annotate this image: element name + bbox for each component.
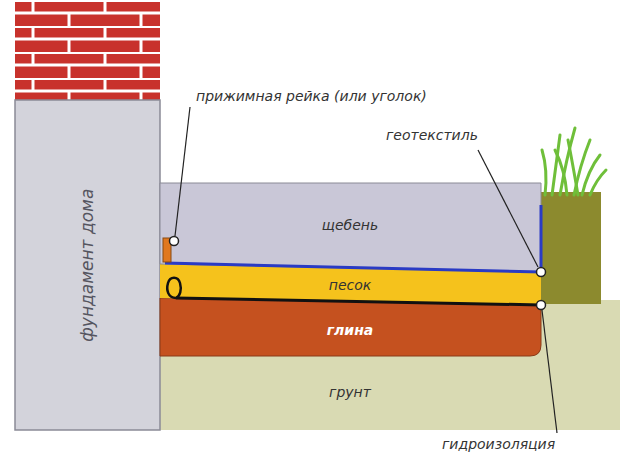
leader-line [175,107,190,236]
grass-blade [568,140,578,195]
grass [542,128,606,195]
geotextile-line [165,205,541,272]
brick-wall [15,0,160,102]
grass-blade [590,170,606,195]
foundation-label: фундамент дома [15,100,160,430]
clay-band: глина [190,308,510,352]
grass-blade [552,135,560,195]
ground-band: грунт [190,362,510,422]
callout-label: прижимная рейка (или уголок) [194,88,429,105]
waterproofing-fold [167,278,181,298]
gravel-band: щебень [190,190,510,260]
layer-label: щебень [322,217,378,234]
vertical-label: фундамент дома [77,189,97,342]
leader-line [542,310,557,433]
grass-blade [542,150,546,195]
gravel-layer [160,183,541,272]
foundation [15,100,160,430]
callout-dot [170,237,179,246]
layer-label: глина [327,322,374,339]
callout-label: геотекстиль [384,127,480,144]
callout-label: гидроизоляция [440,436,557,453]
callout-dot [537,301,546,310]
waterproofing-line [176,298,541,305]
leader-line [478,150,538,267]
grass-blade [555,150,567,195]
layer-label: песок [329,277,372,294]
clay-layer [160,298,541,356]
layer-label: грунт [329,384,371,401]
callout-dot [537,268,546,277]
sand-band: песок [190,273,510,297]
grass-soil [541,192,601,304]
